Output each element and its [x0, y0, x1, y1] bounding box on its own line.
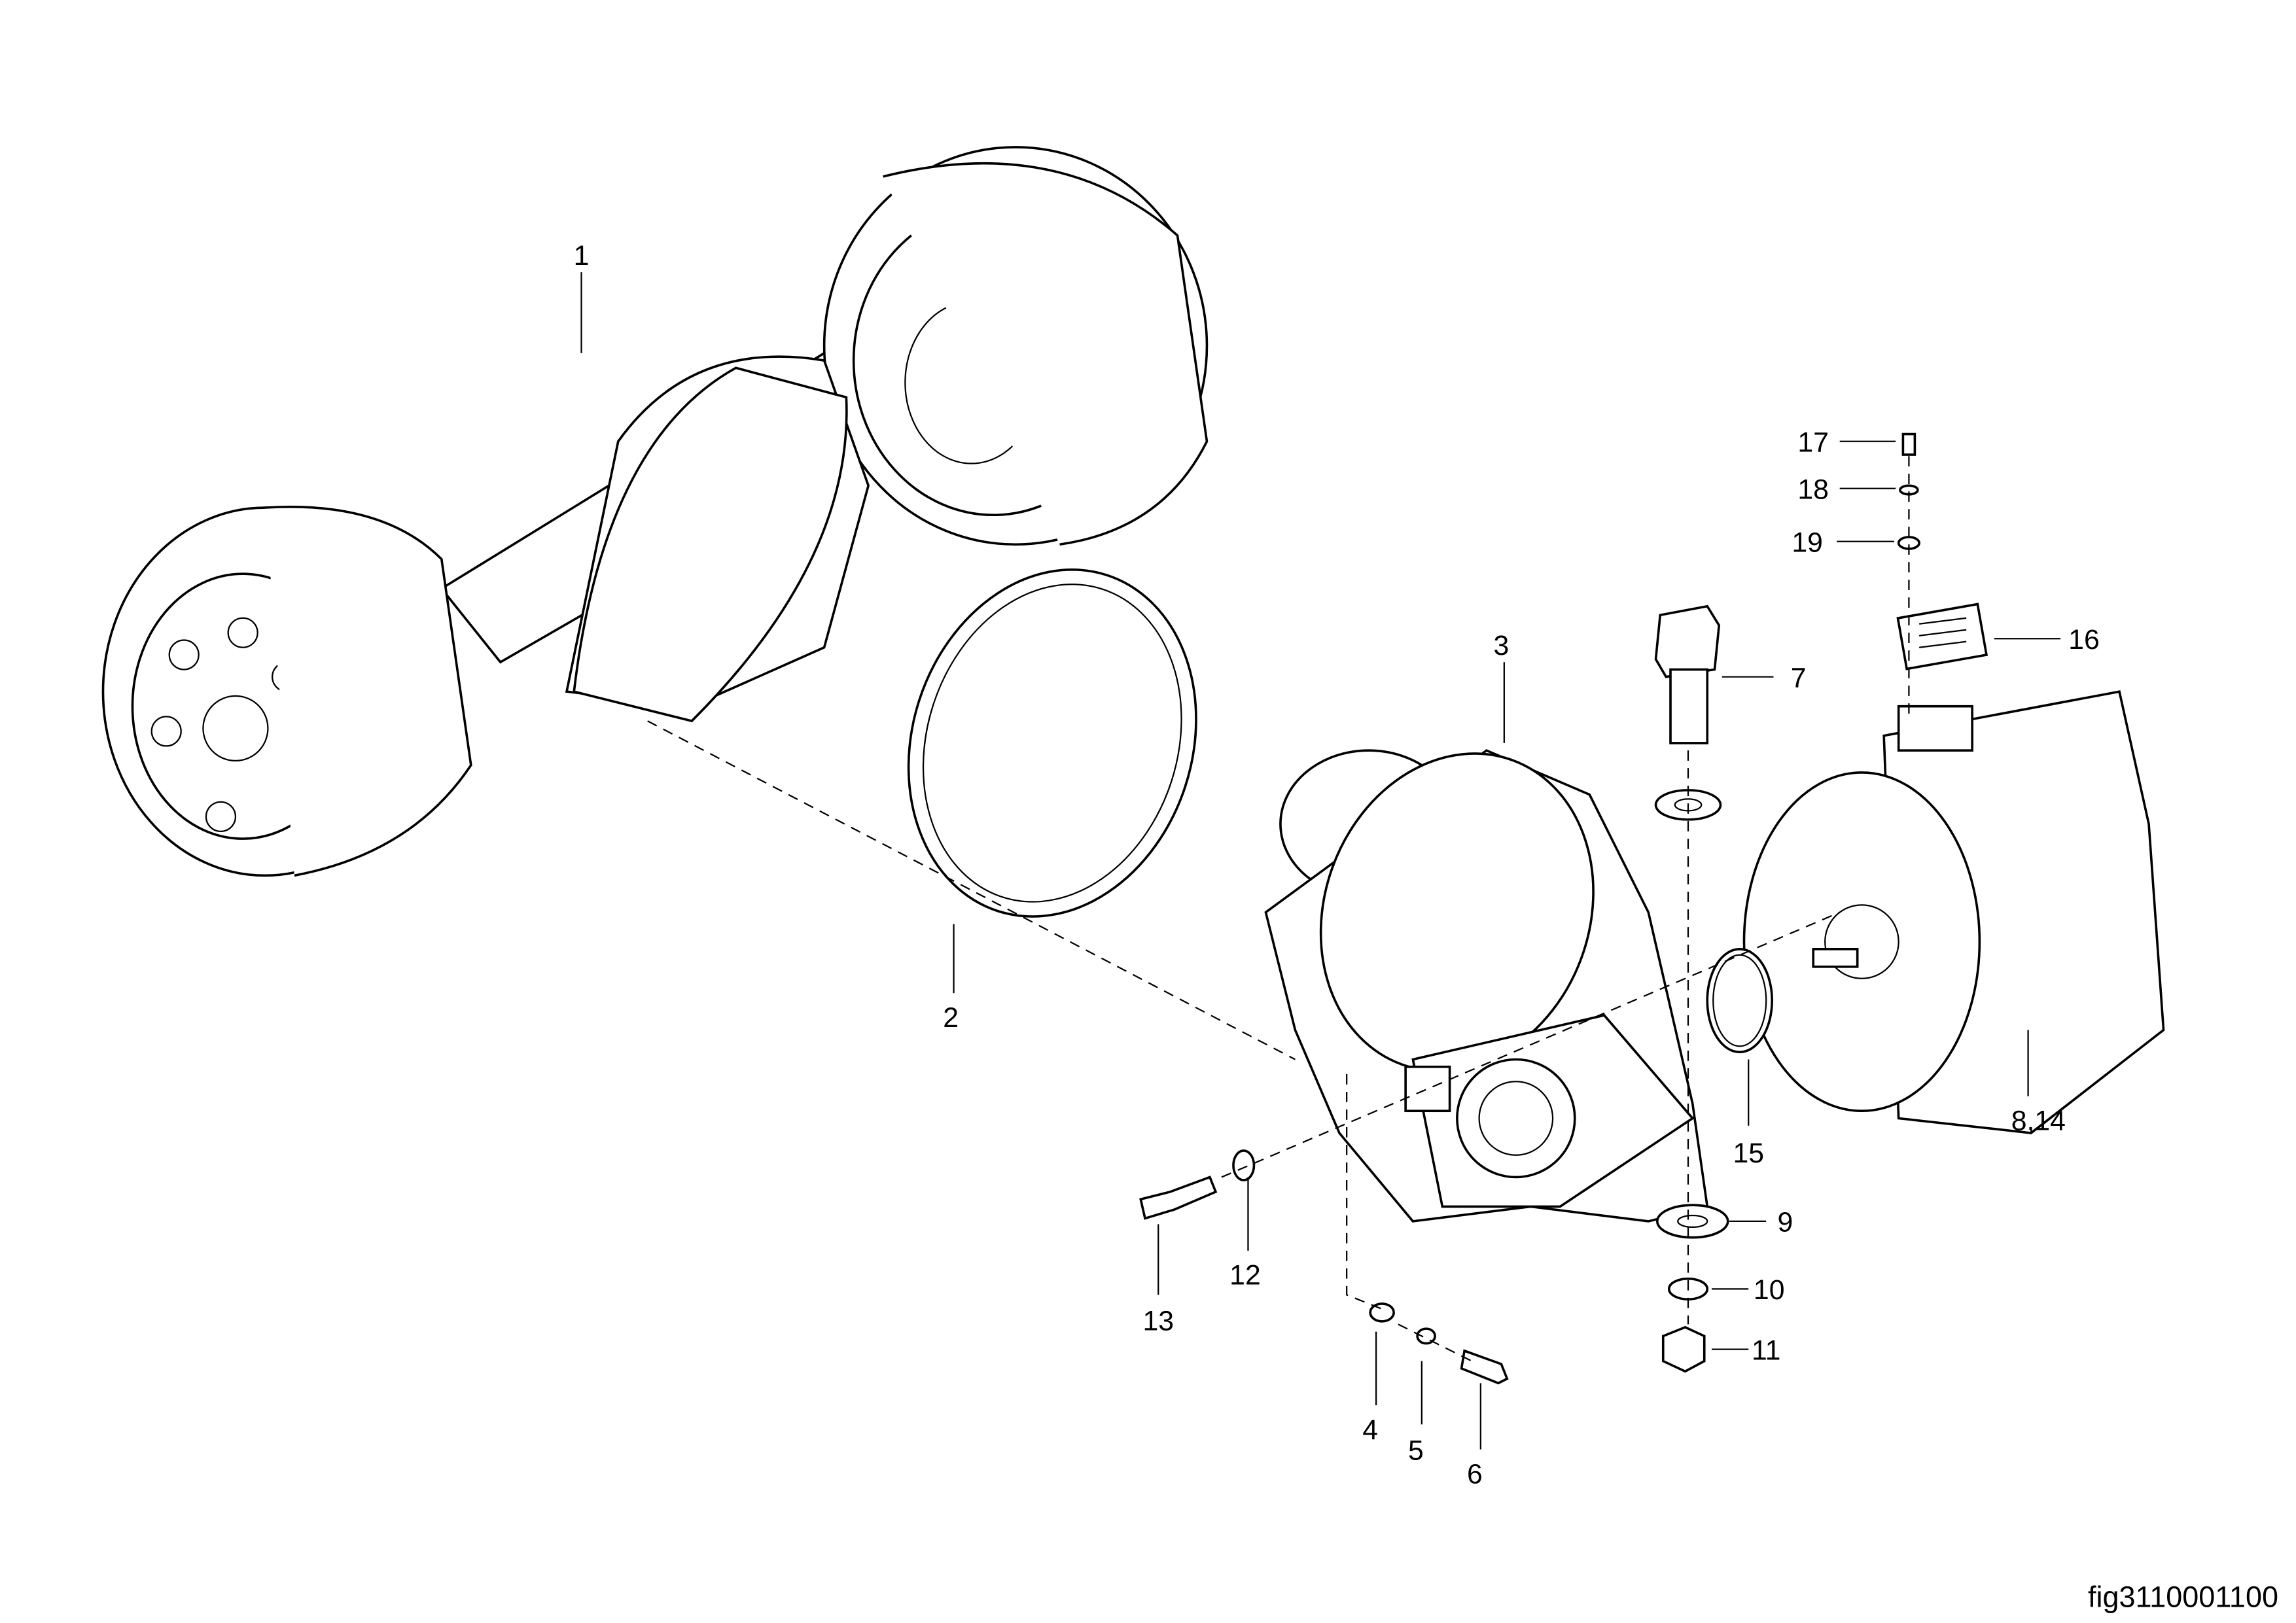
alignment-lines — [647, 456, 1910, 1362]
callout-12: 12 — [1229, 1260, 1261, 1291]
cover-16 — [1896, 602, 1988, 671]
callout-19: 19 — [1792, 527, 1823, 558]
washer-12 — [1232, 1149, 1256, 1181]
callout-4: 4 — [1362, 1414, 1378, 1446]
callout-5: 5 — [1408, 1435, 1424, 1466]
callout-16: 16 — [2068, 624, 2100, 655]
bolt-13 — [1139, 1176, 1218, 1220]
callout-6: 6 — [1467, 1458, 1483, 1490]
axle-housing — [101, 146, 1209, 877]
o-ring — [1706, 948, 1774, 1054]
callout-9: 9 — [1778, 1207, 1793, 1238]
differential-housing — [1264, 749, 1709, 1223]
leader-lines — [580, 272, 2061, 1450]
washer-4 — [1369, 1302, 1395, 1323]
callout-1: 1 — [574, 240, 590, 271]
callout-8-14: 8,14 — [2011, 1105, 2066, 1136]
callout-17: 17 — [1797, 427, 1829, 459]
washer-9 — [1655, 1204, 1729, 1239]
figure-id: fig3110001100 — [2088, 1580, 2278, 1613]
bolt-6 — [1460, 1349, 1509, 1385]
callout-13: 13 — [1142, 1305, 1174, 1336]
callout-15: 15 — [1733, 1138, 1764, 1169]
callout-7: 7 — [1791, 662, 1807, 693]
callout-10: 10 — [1754, 1274, 1785, 1306]
bolt-7 — [1654, 604, 1721, 744]
motor — [1742, 690, 2165, 1134]
castle-nut-11 — [1661, 1325, 1706, 1373]
screw-17 — [1901, 432, 1916, 456]
callout-3: 3 — [1493, 630, 1509, 661]
callout-2: 2 — [943, 1002, 959, 1034]
callout-18: 18 — [1797, 474, 1829, 506]
gasket — [907, 568, 1197, 918]
callout-11: 11 — [1752, 1335, 1780, 1366]
